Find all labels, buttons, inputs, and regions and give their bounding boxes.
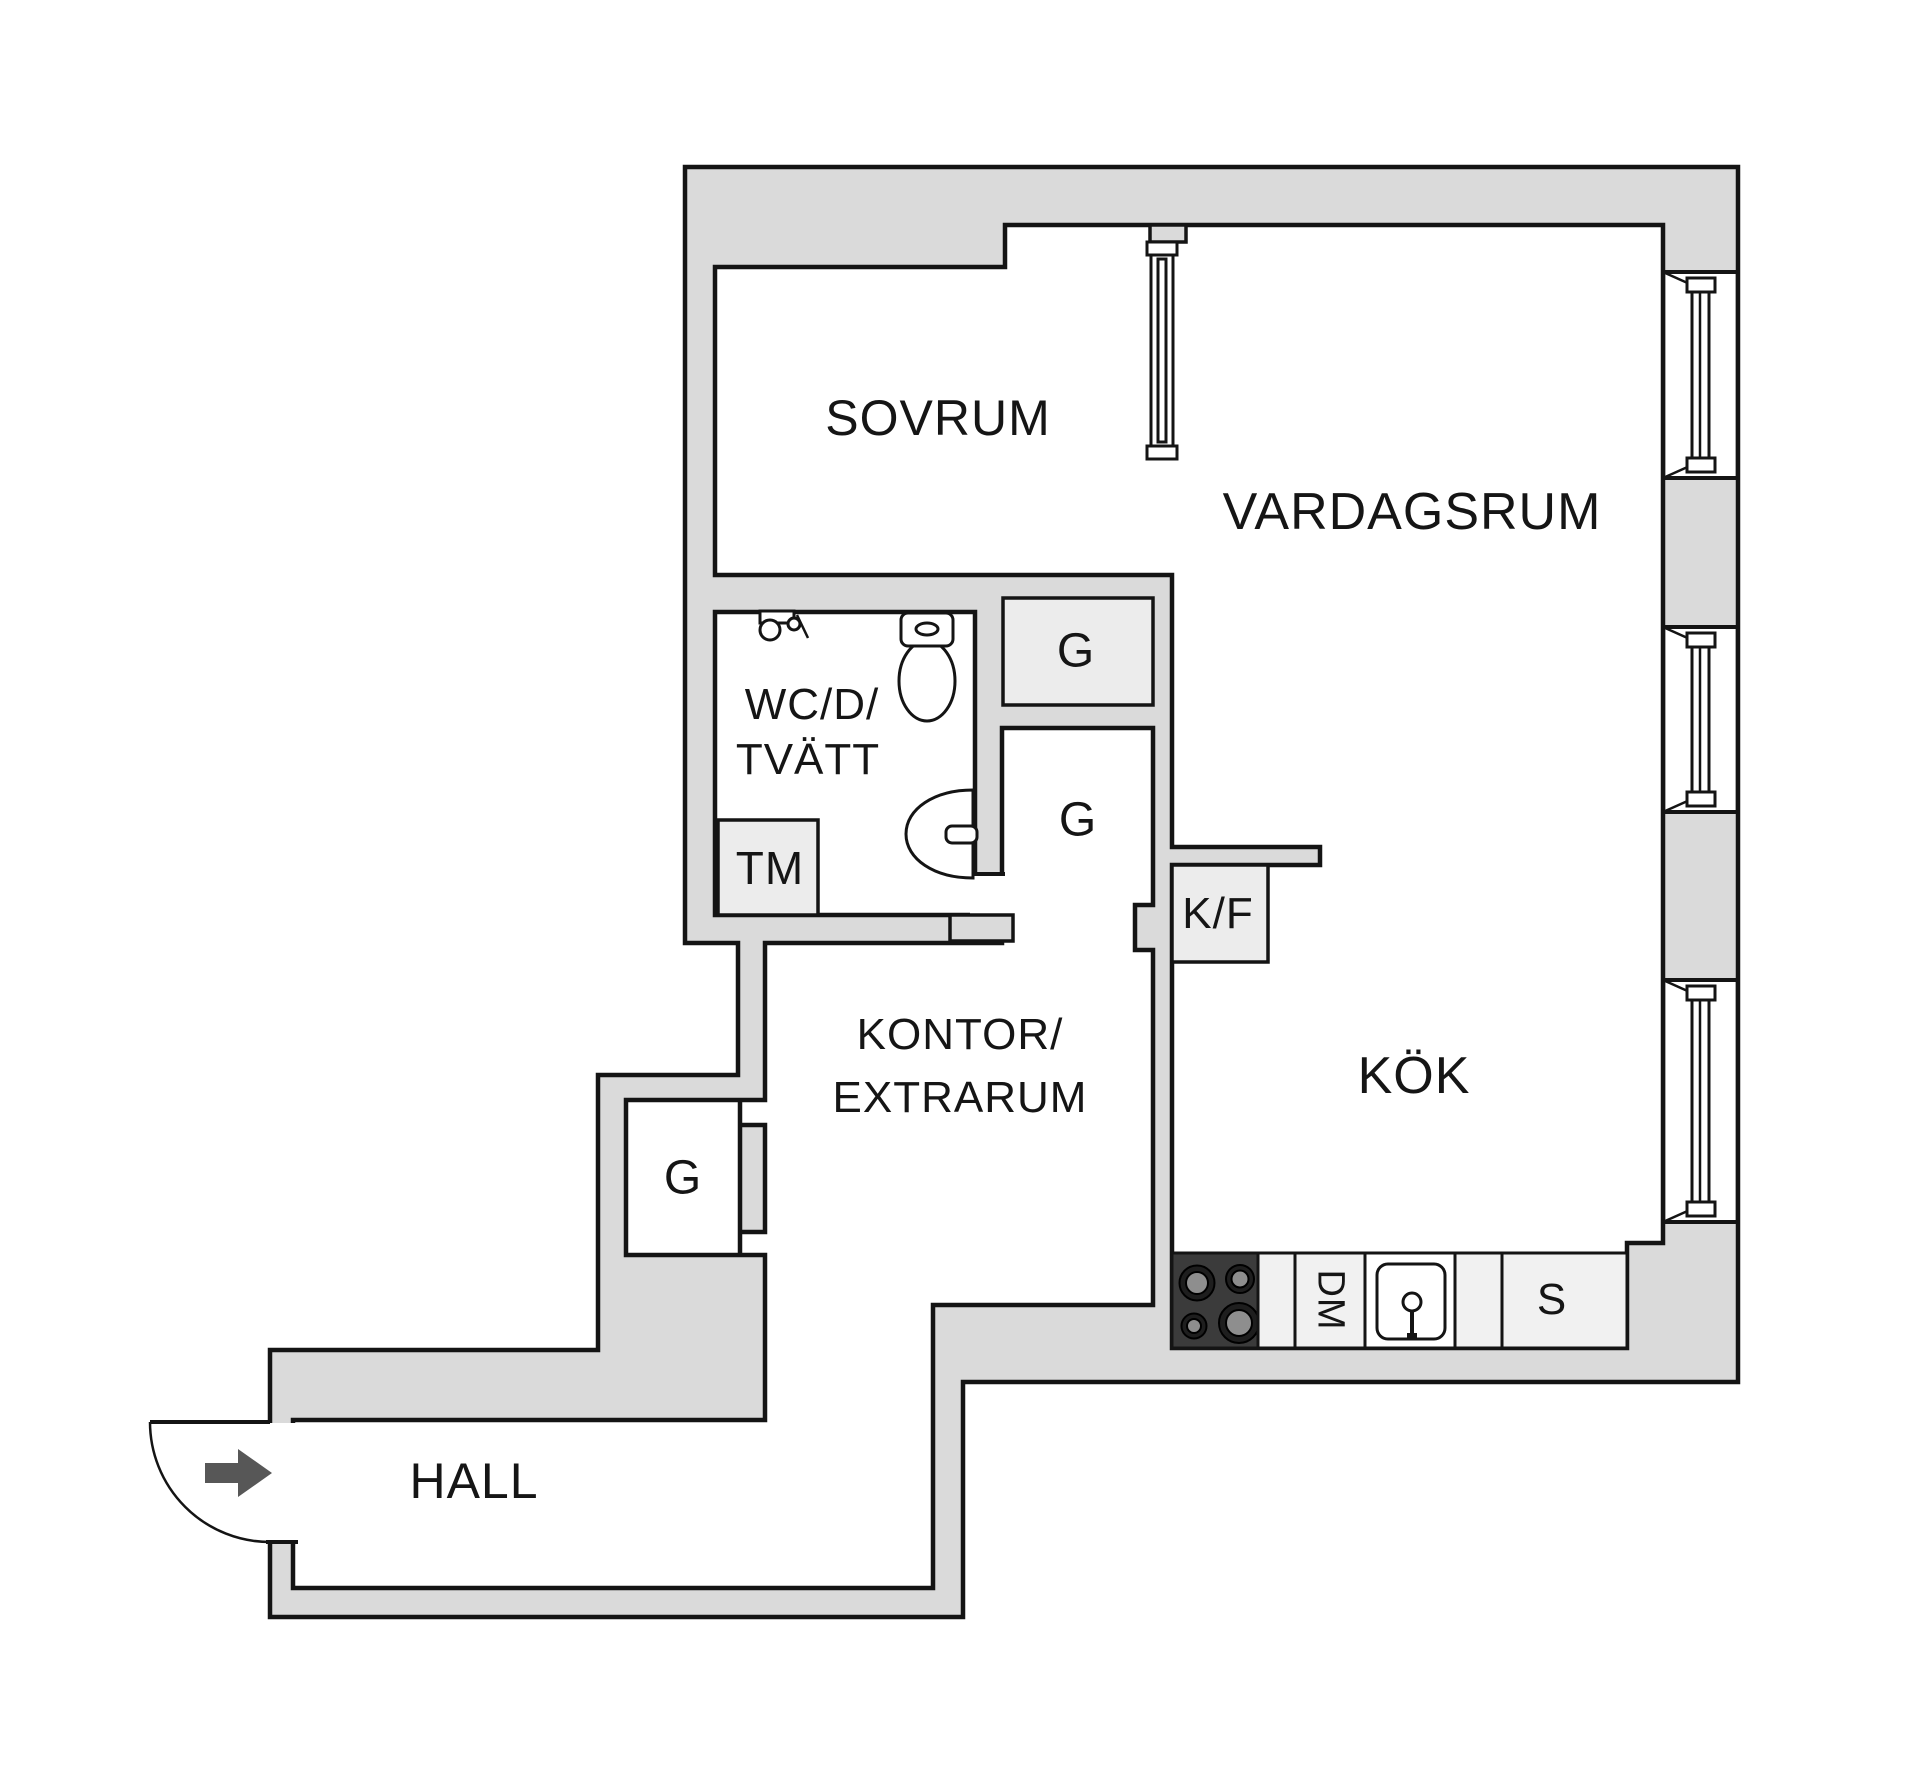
counter-segment [1453,1251,1504,1350]
dishwasher-box [1293,1251,1367,1350]
wardrobe-top-box [1001,596,1155,707]
toilet-icon [897,611,957,723]
label-tm: TM [735,842,805,894]
label-kok: KÖK [1357,1047,1471,1105]
label-g-lower: G [663,1151,703,1205]
entry-door-opening [264,1423,298,1541]
counter-segment [1256,1251,1297,1350]
window-icon [1662,270,1738,480]
washbasin-icon [904,788,979,880]
label-dm: DM [1309,1269,1352,1331]
label-g-top: G [1056,624,1096,678]
label-kontor-line1: KONTOR/ [856,1010,1064,1059]
label-vardagsrum: VARDAGSRUM [1222,483,1602,541]
washing-machine-box [716,818,820,917]
wc-wall-foot [948,913,1015,943]
door-swing-icon [148,1420,298,1544]
wc-door-opening [970,872,1007,916]
kitchen-counter [1170,1251,1629,1350]
label-kontor-line2: EXTRARUM [832,1073,1088,1122]
shower-mixer-icon [758,609,810,642]
label-sovrum: SOVRUM [825,390,1051,446]
kitchen-sink-icon [1363,1251,1457,1350]
label-wc-line2: TVÄTT [735,735,881,784]
window-icon [1662,625,1738,814]
sliding-door-icon [1145,223,1188,461]
label-s: S [1536,1275,1568,1324]
fridge-freezer-box [1170,863,1270,964]
label-kf: K/F [1182,889,1254,938]
label-g-middle: G [1058,793,1098,847]
entry-arrow-icon [205,1449,272,1497]
label-wc-line1: WC/D/ [744,680,880,729]
pantry-box [1500,1251,1629,1350]
window-icon [1662,978,1738,1224]
label-hall: HALL [409,1453,539,1509]
